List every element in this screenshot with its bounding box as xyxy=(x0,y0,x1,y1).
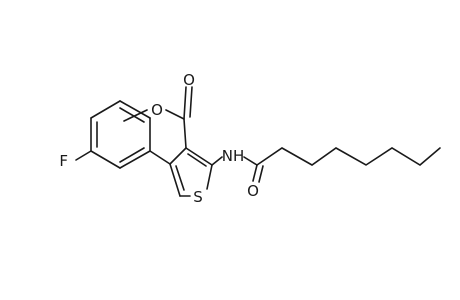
ester-oxygen-single-label: O xyxy=(151,101,163,119)
amide-nitrogen-label: NH xyxy=(222,147,245,165)
methyl-ester-group xyxy=(123,86,193,149)
octanoyl-chain xyxy=(256,147,441,166)
amide-oxygen-label: O xyxy=(247,182,259,200)
amide-group xyxy=(211,156,264,183)
thiophene-sulfur-label: S xyxy=(193,188,203,206)
fluorophenyl-ring xyxy=(90,100,151,169)
fluorine-label: F xyxy=(59,152,68,170)
c-f-bond xyxy=(75,150,92,161)
aryl-thiophene-bond xyxy=(149,150,171,165)
ester-oxygen-double-label: O xyxy=(183,71,195,89)
thiophene-ring xyxy=(169,147,213,197)
